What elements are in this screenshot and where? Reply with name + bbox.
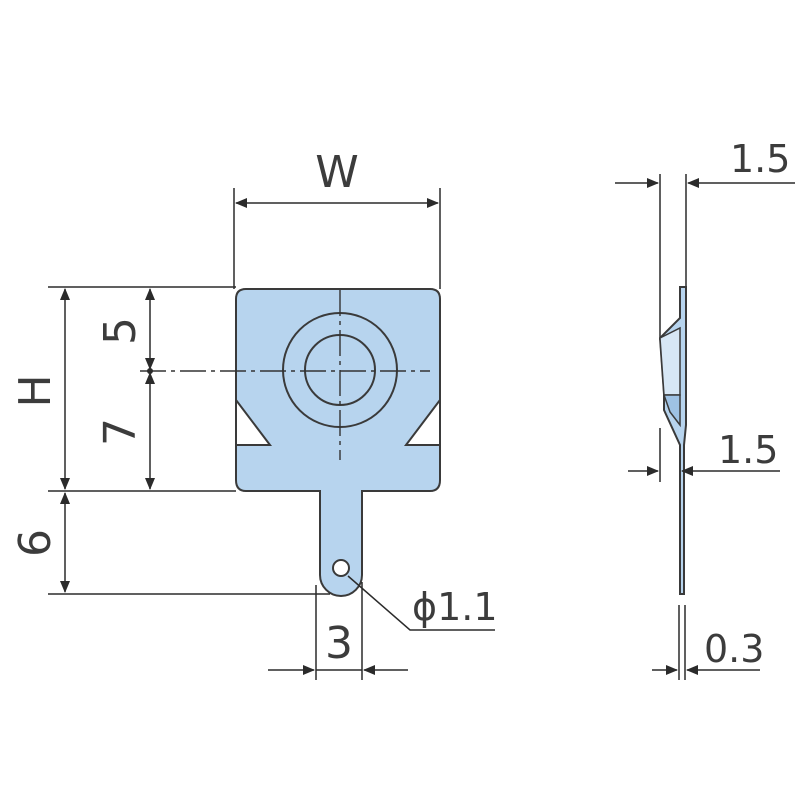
left-notch: [235, 397, 273, 446]
side-mid-offset-label: 1.5: [718, 428, 778, 472]
height-label: H: [10, 374, 61, 407]
dimension-dot: [147, 368, 153, 374]
thickness-label: 0.3: [704, 627, 764, 671]
lower-offset-label: 7: [95, 418, 146, 446]
terminal-plate: [235, 288, 441, 597]
front-view: W H 5 7 6 3 ϕ1.1: [10, 147, 498, 680]
right-notch: [403, 397, 441, 446]
side-top-offset-label: 1.5: [730, 137, 790, 181]
side-profile-step: [662, 394, 681, 428]
side-view: 1.5 1.5 0.3: [615, 137, 795, 680]
tab-length-label: 6: [10, 529, 61, 557]
upper-offset-label: 5: [95, 317, 146, 345]
tab-hole: [332, 559, 350, 577]
hole-diameter-label: ϕ1.1: [412, 585, 498, 629]
width-label: W: [315, 147, 359, 198]
hole-leader: [347, 575, 495, 631]
side-profile-bevel: [659, 326, 681, 396]
tab-width-label: 3: [325, 618, 353, 669]
